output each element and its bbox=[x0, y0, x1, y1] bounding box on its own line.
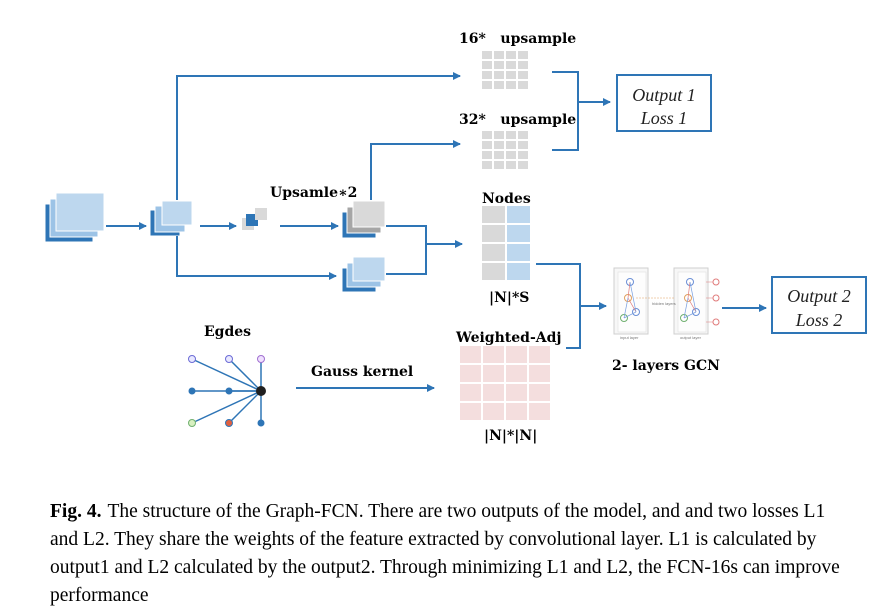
grid-cell bbox=[482, 71, 492, 79]
grid-cell bbox=[494, 81, 504, 89]
caption-text: The structure of the Graph-FCN. There ar… bbox=[50, 501, 840, 606]
upsample2-feature-stack bbox=[341, 200, 386, 239]
branch-feature-stack bbox=[341, 256, 386, 293]
adj-size-label: |N|*|N| bbox=[484, 428, 537, 444]
grid-cell bbox=[529, 346, 550, 363]
grid-cell bbox=[460, 403, 481, 420]
gcn-label: 2- layers GCN bbox=[612, 358, 720, 374]
grid-cell bbox=[529, 403, 550, 420]
caption-label: Fig. 4. bbox=[50, 501, 102, 522]
gauss-kernel-label: Gauss kernel bbox=[311, 364, 413, 380]
weighted-adj-grid bbox=[460, 346, 550, 420]
grid-cell bbox=[507, 225, 530, 242]
grid-cell bbox=[506, 81, 516, 89]
grid-cell bbox=[483, 365, 504, 382]
merge-lower bbox=[386, 244, 427, 275]
grid-cell bbox=[529, 365, 550, 382]
grid-cell bbox=[460, 384, 481, 401]
edges-graph bbox=[188, 355, 266, 427]
grid-cell bbox=[483, 403, 504, 420]
output1-box: Output 1 Loss 1 bbox=[616, 74, 712, 132]
loss2-label: Loss 2 bbox=[795, 310, 843, 330]
loss1-label: Loss 1 bbox=[640, 108, 688, 128]
upsample16-label: 16* upsample bbox=[459, 31, 576, 47]
bracket-output1 bbox=[552, 71, 579, 151]
grid-cell bbox=[506, 141, 516, 149]
weighted-adj-label: Weighted-Adj bbox=[455, 330, 561, 346]
grid-cell bbox=[506, 403, 527, 420]
conv-feature-stack bbox=[149, 200, 193, 237]
nodes-grid bbox=[482, 206, 530, 280]
pooled-feature bbox=[242, 208, 267, 230]
grid-cell bbox=[506, 384, 527, 401]
grid-cell bbox=[506, 151, 516, 159]
grid-cell bbox=[518, 151, 528, 159]
nodes-size-label: |N|*S bbox=[489, 290, 529, 306]
arrow-to-nodes-branch bbox=[176, 236, 337, 280]
grid-cell bbox=[483, 384, 504, 401]
grid-cell bbox=[482, 141, 492, 149]
upsample32-label: 32* upsample bbox=[459, 112, 576, 128]
nodes-label: Nodes bbox=[482, 191, 531, 207]
gcn-hidden-layer-label: hidden layers bbox=[652, 301, 676, 306]
grid-cell bbox=[506, 71, 516, 79]
grid-cell bbox=[494, 71, 504, 79]
grid-cell bbox=[460, 365, 481, 382]
grid-cell bbox=[482, 225, 505, 242]
grid-cell bbox=[518, 131, 528, 139]
grid-cell bbox=[507, 206, 530, 223]
grid-cell bbox=[518, 161, 528, 169]
grid-cell bbox=[482, 51, 492, 59]
grid-cell bbox=[494, 161, 504, 169]
grid-cell bbox=[518, 141, 528, 149]
input-feature-stack bbox=[44, 192, 105, 243]
output2-box: Output 2 Loss 2 bbox=[771, 276, 867, 334]
graph-fcn-diagram: Upsamle∗2 16* upsample 32* upsample Outp… bbox=[44, 31, 867, 444]
grid-cell bbox=[482, 61, 492, 69]
grid-cell bbox=[494, 51, 504, 59]
output1-label: Output 1 bbox=[632, 85, 696, 105]
output2-label: Output 2 bbox=[787, 286, 851, 306]
merge-upper bbox=[386, 225, 427, 244]
upsample2-label: Upsamle∗2 bbox=[270, 185, 357, 201]
gcn-graphic: input layer hidden layers output layer bbox=[613, 267, 720, 340]
grid-cell bbox=[494, 61, 504, 69]
grid-cell bbox=[506, 51, 516, 59]
gcn-input-layer-label: input layer bbox=[620, 335, 639, 340]
egdes-label: Egdes bbox=[204, 324, 251, 340]
grid-cell bbox=[507, 263, 530, 280]
grid-cell bbox=[518, 61, 528, 69]
grid-cell bbox=[483, 346, 504, 363]
grid-cell bbox=[507, 244, 530, 261]
grid-cell bbox=[506, 346, 527, 363]
grid-cell bbox=[506, 161, 516, 169]
grid-cell bbox=[482, 151, 492, 159]
grid-cell bbox=[518, 51, 528, 59]
grid-cell bbox=[460, 346, 481, 363]
arrow-to-16x-upsample bbox=[176, 72, 461, 200]
upsample32-grid bbox=[482, 131, 528, 169]
grid-cell bbox=[494, 151, 504, 159]
grid-cell bbox=[518, 71, 528, 79]
grid-cell bbox=[482, 263, 505, 280]
arrow-to-32x-upsample bbox=[370, 140, 461, 200]
grid-cell bbox=[529, 384, 550, 401]
grid-cell bbox=[494, 131, 504, 139]
grid-cell bbox=[506, 61, 516, 69]
grid-cell bbox=[482, 161, 492, 169]
grid-cell bbox=[506, 365, 527, 382]
upsample16-grid bbox=[482, 51, 528, 89]
grid-cell bbox=[482, 81, 492, 89]
grid-cell bbox=[518, 81, 528, 89]
grid-cell bbox=[494, 141, 504, 149]
grid-cell bbox=[482, 131, 492, 139]
grid-cell bbox=[506, 131, 516, 139]
figure-caption: Fig. 4.The structure of the Graph-FCN. T… bbox=[50, 498, 850, 610]
gcn-output-layer-label: output layer bbox=[680, 335, 702, 340]
grid-cell bbox=[482, 206, 505, 223]
grid-cell bbox=[482, 244, 505, 261]
